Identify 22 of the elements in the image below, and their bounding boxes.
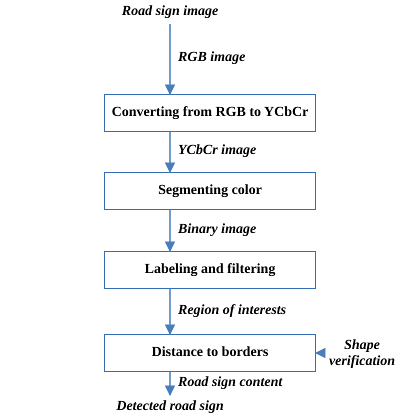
edge-label: Region of interests xyxy=(178,302,286,318)
arrow xyxy=(164,132,176,174)
process-box xyxy=(104,94,316,132)
edge-label: Road sign content xyxy=(178,374,282,390)
step-label: Labeling and filtering xyxy=(144,262,276,278)
flow-text: Road sign image xyxy=(122,4,218,20)
edge-label: Binary image xyxy=(178,222,256,238)
edge-label: RGB image xyxy=(178,50,246,66)
step-label: Distance to borders xyxy=(152,345,268,361)
arrow xyxy=(164,289,176,336)
flow-text: Detected road sign xyxy=(116,399,224,415)
arrow xyxy=(314,348,326,358)
flow-text: Shape verification xyxy=(328,338,396,370)
process-box xyxy=(104,251,316,289)
arrow xyxy=(164,372,176,396)
step-label: Segmenting color xyxy=(158,183,262,199)
step-label: Converting from RGB to YCbCr xyxy=(112,105,308,121)
arrow xyxy=(164,210,176,252)
process-box xyxy=(104,334,316,372)
arrow xyxy=(164,24,176,96)
process-box xyxy=(104,172,316,210)
edge-label: YCbCr image xyxy=(178,143,256,159)
